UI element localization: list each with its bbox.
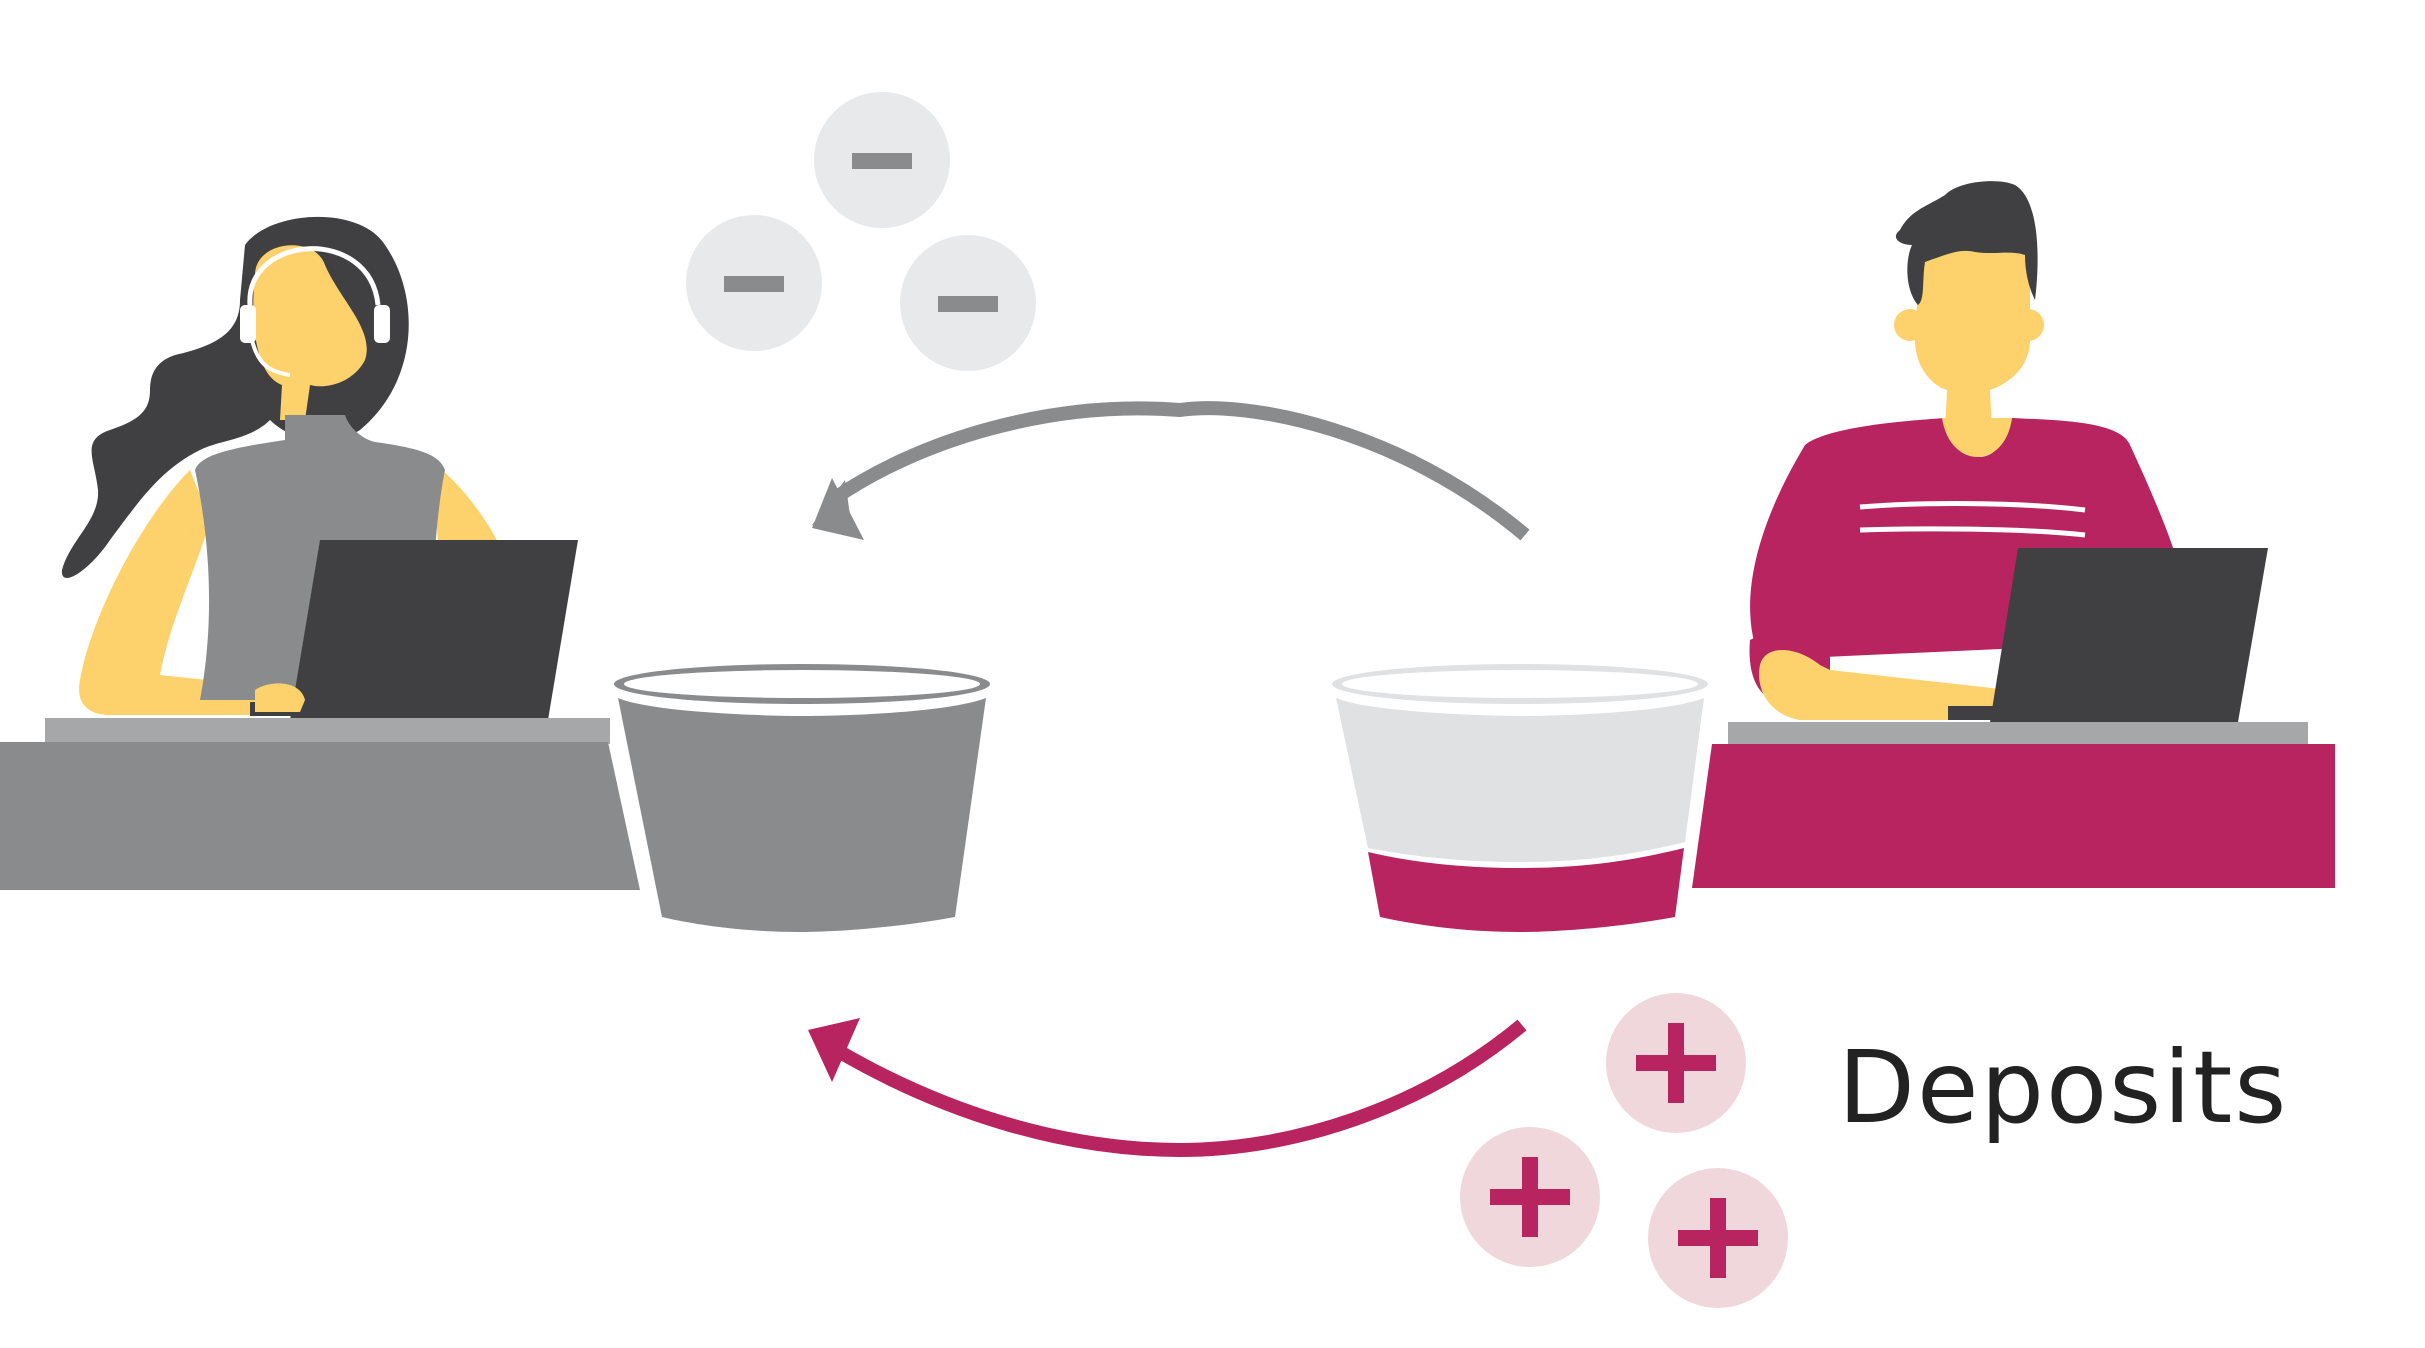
withdrawal-arrow-line: [831, 401, 1530, 541]
deposit-arrow-icon: [808, 1018, 1527, 1158]
headset-mic: [250, 339, 291, 377]
man-desk-top: [1728, 722, 2308, 746]
left-bucket-body: [618, 698, 986, 932]
woman-laptop-icon: [290, 540, 578, 720]
right-bucket-rim-inner: [1342, 670, 1698, 698]
woman-right-arm: [430, 460, 505, 560]
minus-icon: [686, 215, 822, 351]
withdrawal-arrow-head-main: [812, 478, 864, 540]
right-bucket-body: [1336, 698, 1704, 862]
man-shirt-stripe: [1859, 526, 2086, 538]
minus-coins: [686, 92, 1036, 371]
left-bucket-icon: [614, 664, 990, 932]
man-desk: [1692, 744, 2335, 888]
plus-icon: [1606, 993, 1746, 1133]
plus-icon: [1648, 1168, 1788, 1308]
man-hair: [1895, 181, 2038, 305]
man-shirt-stripe: [1859, 501, 2086, 513]
woman-hand: [255, 683, 305, 712]
woman-desk-top: [45, 718, 610, 744]
minus-icon: [900, 235, 1036, 371]
man-hand: [1759, 650, 2010, 720]
plus-coins: [1460, 993, 1788, 1308]
plus-icon: [1460, 1127, 1600, 1267]
headset-left-ear: [240, 305, 256, 343]
man-laptop-base: [1948, 706, 2235, 720]
right-bucket-icon: [1332, 664, 1708, 932]
deposits-label: Deposits: [1838, 1029, 2289, 1146]
woman-arms: [79, 470, 300, 715]
headset-right-ear: [374, 305, 390, 343]
right-bucket-fill: [1368, 848, 1684, 932]
woman-face: [253, 245, 367, 420]
deposit-arrow-line: [836, 1019, 1527, 1158]
woman-desk: [0, 742, 640, 890]
headset-icon: [247, 246, 381, 306]
woman-person-icon: [0, 216, 640, 890]
woman-laptop-base: [250, 702, 542, 716]
man-face: [1915, 250, 2030, 430]
minus-icon: [814, 92, 950, 228]
left-bucket-rim-inner: [624, 670, 980, 698]
man-laptop-icon: [1990, 548, 2268, 722]
man-person-icon: [1692, 181, 2335, 888]
withdrawal-arrow-icon: [812, 401, 1530, 541]
man-collar: [1942, 418, 2012, 457]
deposit-arrow-head: [808, 1018, 860, 1082]
